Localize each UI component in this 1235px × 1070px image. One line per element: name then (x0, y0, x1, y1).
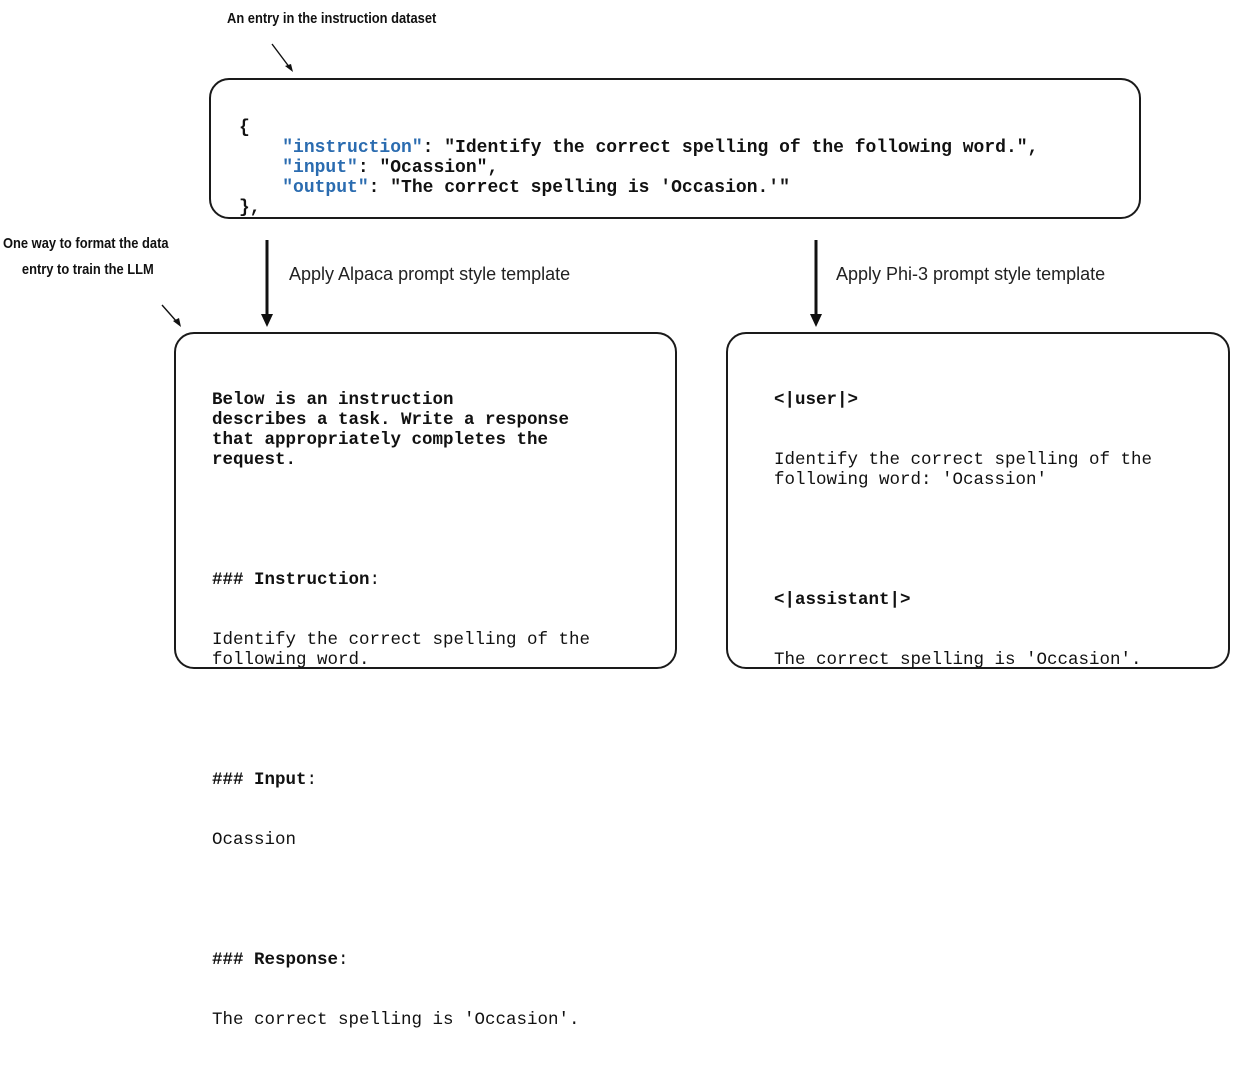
json-instruction-value: : "Identify the correct spelling of the … (422, 138, 1039, 158)
format-annotation: One way to format the data entry to trai… (3, 234, 169, 281)
dataset-entry-box: { "instruction": "Identify the correct s… (209, 78, 1141, 219)
json-input-key: "input" (282, 158, 358, 178)
json-open-brace: { (239, 118, 250, 138)
json-input-value: : "Ocassion", (357, 158, 499, 178)
alpaca-instruction-header: ### Instruction (212, 570, 370, 590)
format-pointer-arrow (161, 304, 181, 327)
phi3-template-box: <|user|> Identify the correct spelling o… (726, 332, 1230, 670)
format-annotation-line2: entry to train the LLM (21, 261, 154, 279)
json-instruction-key: "instruction" (282, 138, 423, 158)
alpaca-response-body: The correct spelling is 'Occasion'. (212, 1010, 580, 1030)
phi3-assistant-tag: <|assistant|> (774, 590, 911, 610)
alpaca-intro: Below is an instruction describes a task… (212, 390, 570, 470)
json-close-brace: }, (239, 198, 261, 218)
json-output-value: : "The correct spelling is 'Occasion.'" (368, 178, 790, 198)
alpaca-template-box: Below is an instruction describes a task… (174, 332, 677, 1030)
alpaca-instruction-body: Identify the correct spelling of the fol… (212, 630, 591, 670)
alpaca-input-header: ### Input (212, 770, 307, 790)
phi3-down-arrow (810, 240, 822, 327)
alpaca-down-arrow (261, 240, 273, 327)
json-output-key: "output" (282, 178, 369, 198)
alpaca-response-header: ### Response (212, 950, 339, 970)
alpaca-arrow-label: Apply Alpaca prompt style template (289, 264, 571, 284)
phi3-content: <|user|> Identify the correct spelling o… (774, 350, 1152, 710)
alpaca-content: Below is an instruction describes a task… (212, 390, 591, 1030)
dataset-entry-annotation: An entry in the instruction dataset (227, 10, 437, 27)
phi3-arrow-label: Apply Phi-3 prompt style template (836, 264, 1106, 284)
json-code: { "instruction": "Identify the correct s… (239, 98, 1038, 218)
alpaca-input-body: Ocassion (212, 830, 297, 850)
phi3-assistant-body: The correct spelling is 'Occasion'. (774, 650, 1142, 670)
dataset-pointer-arrow (271, 43, 293, 72)
phi3-user-body: Identify the correct spelling of the fol… (774, 450, 1153, 490)
phi3-user-tag: <|user|> (774, 390, 859, 410)
format-annotation-line1: One way to format the data (3, 235, 169, 252)
